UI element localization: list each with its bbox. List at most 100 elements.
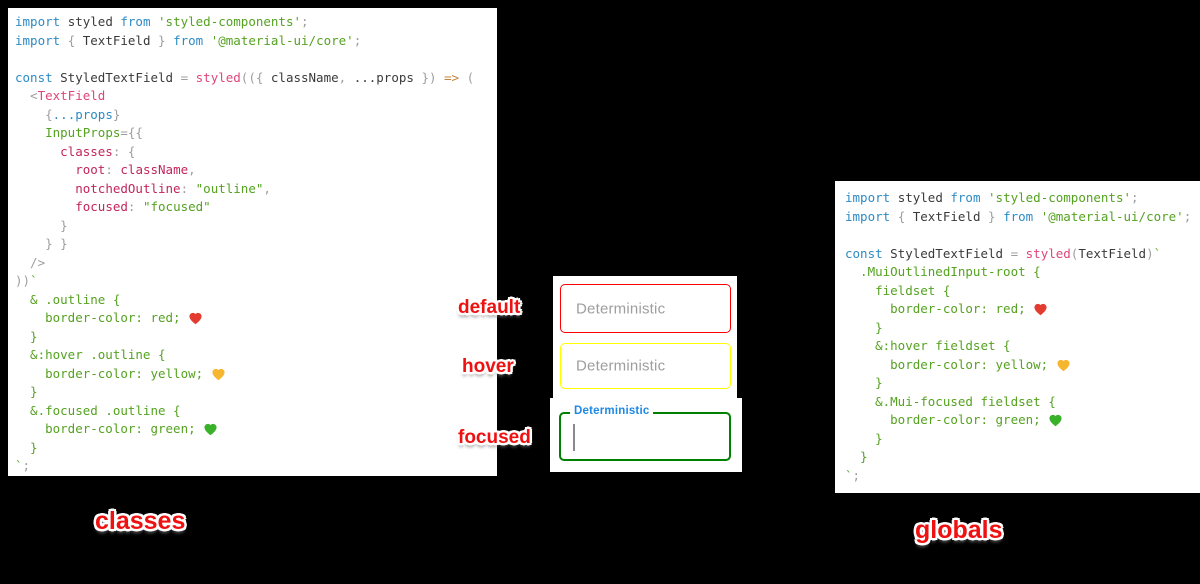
code-token-punc [15, 125, 45, 140]
code-line: import styled from 'styled-components'; [15, 13, 497, 32]
code-token-id: styled [897, 190, 951, 205]
code-token-str: border-color: red; [845, 301, 1034, 316]
code-token-str: '@material-ui/core' [210, 32, 354, 48]
code-token-str: &:hover fieldset { [845, 338, 1011, 353]
code-line: &.Mui-focused fieldset { [845, 393, 1200, 412]
code-line: root: className, [15, 161, 497, 180]
code-line: } [15, 439, 497, 458]
code-token-punc: ( [1070, 245, 1079, 261]
code-token-punc: : [180, 180, 196, 196]
code-line: } [15, 383, 497, 402]
code-token-punc: } } [15, 236, 68, 251]
code-line: import styled from 'styled-components'; [845, 189, 1200, 208]
heart-icon [204, 423, 217, 436]
code-token-punc: } [15, 217, 68, 233]
code-token-punc [15, 162, 75, 177]
code-line: /> [15, 254, 497, 273]
code-token-str: ` [15, 458, 23, 473]
code-line: border-color: yellow; [845, 356, 1200, 375]
code-token-str: "focused" [142, 199, 211, 214]
code-token-id: TextField [82, 32, 159, 48]
code-token-key: focused [75, 199, 128, 214]
code-token-punc: ; [22, 458, 31, 473]
textfield-placeholder: Deterministic [576, 300, 666, 317]
code-token-punc [15, 144, 60, 159]
code-token-kw: from [120, 14, 159, 29]
code-token-id: StyledTextField [890, 245, 1011, 261]
code-line: border-color: red; [845, 300, 1200, 319]
code-line: classes: { [15, 143, 497, 162]
code-line: const StyledTextField = styled(TextField… [845, 245, 1200, 264]
code-line: } [15, 328, 497, 347]
heart-icon [1049, 414, 1062, 427]
code-token-punc: < [15, 88, 38, 103]
textfield-placeholder: Deterministic [576, 357, 666, 375]
code-token-str: fieldset { [845, 282, 951, 298]
code-line: } [845, 374, 1200, 393]
code-token-punc: { [15, 106, 53, 122]
textfield-focused[interactable]: Deterministic [559, 405, 731, 461]
code-line: border-color: red; [15, 309, 497, 328]
code-token-kw: const [845, 245, 891, 261]
code-token-str: } [15, 328, 38, 344]
code-line: } [845, 430, 1200, 449]
code-line: border-color: yellow; [15, 365, 497, 384]
code-token-punc: : { [112, 143, 136, 159]
code-token-fn: styled [1025, 245, 1071, 261]
code-token-punc: ) [1146, 245, 1154, 261]
code-token-punc: (({ [240, 69, 271, 85]
code-token-kw: const [15, 69, 61, 85]
code-token-id: TextField [1078, 245, 1147, 261]
state-label-hover: hover [462, 356, 514, 377]
code-line: focused: "focused" [15, 198, 497, 217]
code-panel-classes: import styled from 'styled-components';i… [8, 8, 497, 476]
approach-label-globals: globals [915, 516, 1003, 544]
state-label-default: default [458, 297, 521, 318]
code-token-kw: import [15, 32, 68, 48]
code-token-punc: { [897, 208, 913, 224]
code-line: } [845, 448, 1200, 467]
code-line: & .outline { [15, 291, 497, 310]
code-token-punc: ={{ [120, 125, 143, 140]
heart-icon [189, 312, 202, 325]
code-token-punc: , [188, 162, 196, 177]
code-token-str: .MuiOutlinedInput-root { [845, 264, 1041, 279]
code-line: import { TextField } from '@material-ui/… [845, 208, 1200, 227]
code-line: const StyledTextField = styled(({ classN… [15, 69, 497, 88]
code-token-punc: { [67, 32, 83, 48]
code-line: &.focused .outline { [15, 402, 497, 421]
code-token-str: 'styled-components' [988, 190, 1132, 205]
code-token-str: } [845, 319, 883, 335]
code-token-kw: import [845, 208, 898, 224]
code-line: <TextField [15, 87, 497, 106]
code-token-punc: } [988, 208, 1004, 224]
textfield-hover[interactable]: Deterministic [560, 343, 731, 389]
code-line: fieldset { [845, 282, 1200, 301]
code-token-punc: : [105, 162, 121, 177]
code-token-punc: ; [301, 14, 309, 29]
code-token-str: ` [1153, 245, 1162, 261]
code-token-punc: : [127, 199, 143, 214]
code-token-str: '@material-ui/core' [1040, 208, 1184, 224]
code-line: notchedOutline: "outline", [15, 180, 497, 199]
code-token-id: ...props [353, 69, 414, 85]
state-label-focused: focused [458, 427, 531, 448]
code-token-id: StyledTextField [60, 69, 181, 85]
code-line [845, 226, 1200, 245]
code-token-punc: ; [852, 467, 861, 483]
code-line: InputProps={{ [15, 124, 497, 143]
code-line: `; [845, 467, 1200, 486]
code-token-str: } [15, 384, 38, 399]
code-token-str: ` [30, 273, 38, 288]
code-line: &:hover .outline { [15, 346, 497, 365]
approach-label-classes: classes [95, 507, 186, 535]
code-token-punc [15, 181, 75, 196]
code-token-str: &:hover .outline { [15, 347, 166, 362]
code-token-key: classes [60, 143, 113, 159]
textfield-default[interactable]: Deterministic [560, 284, 731, 333]
code-token-str: border-color: red; [15, 310, 189, 325]
code-token-punc: ; [1183, 208, 1192, 224]
code-token-str: ` [845, 467, 853, 483]
code-line: } [845, 319, 1200, 338]
code-token-str: InputProps [45, 125, 121, 140]
